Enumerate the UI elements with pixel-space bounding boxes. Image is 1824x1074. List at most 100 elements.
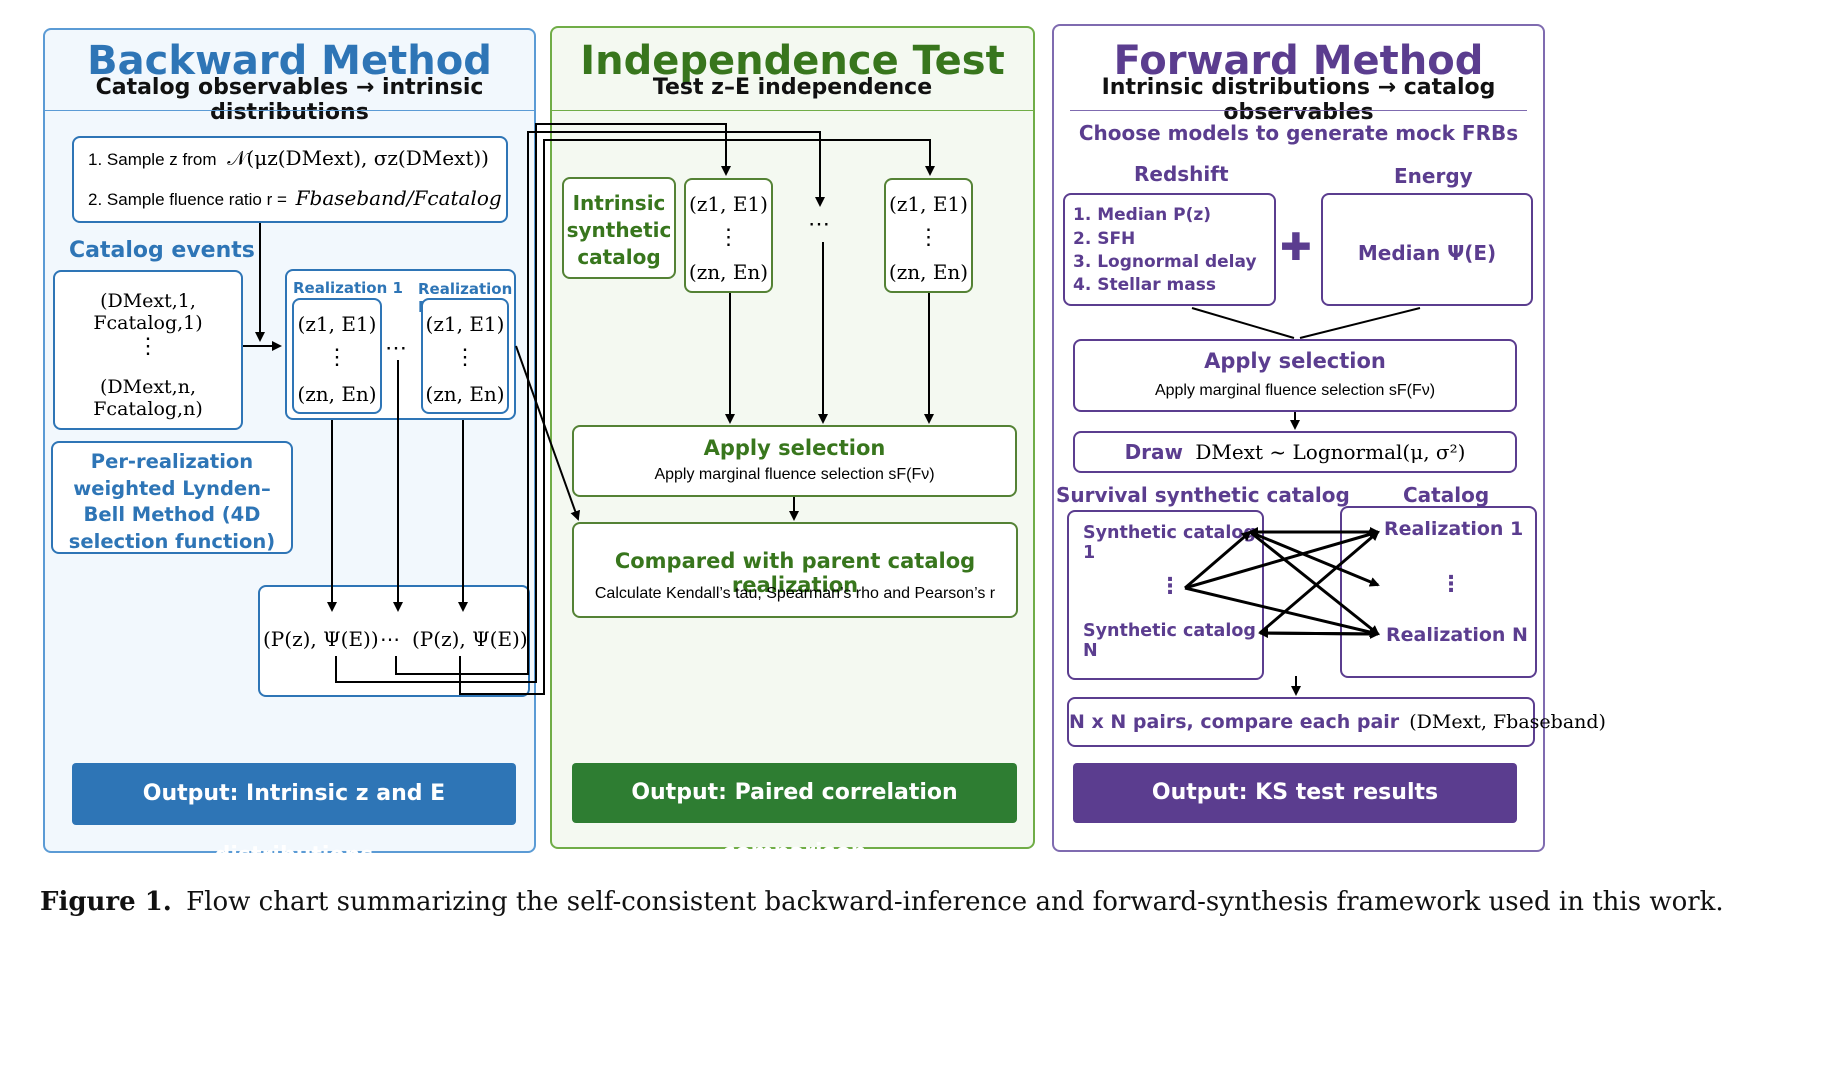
draw-label: Draw bbox=[1124, 440, 1184, 464]
synthetic-set-n-last: (zn, En) bbox=[888, 260, 969, 284]
redshift-model-1: 1. Median P(z) bbox=[1073, 205, 1212, 225]
lynden-bell-method-text: Per-realization weighted Lynden–Bell Met… bbox=[68, 450, 276, 553]
realization-n-pair-last: (zn, En) bbox=[425, 382, 505, 406]
intrinsic-catalog-box: Intrinsic synthetic catalog bbox=[562, 177, 676, 279]
sample-z-math: 𝒩(μz(DMext), σz(DMext)) bbox=[227, 146, 489, 170]
redshift-model-3: 3. Lognormal delay bbox=[1073, 252, 1257, 272]
pairs-compare-math: (DMext, Fbaseband) bbox=[1409, 711, 1606, 733]
draw-dm-line: Draw DMext ~ Lognormal(μ, σ²) bbox=[1075, 440, 1515, 464]
pairs-compare-line: N x N pairs, compare each pair (DMext, F… bbox=[1069, 711, 1606, 733]
plus-icon: ✚ bbox=[1280, 225, 1312, 269]
synthetic-sets-hdots: ⋯ bbox=[808, 212, 830, 237]
independence-apply-selection-box: Apply selection Apply marginal fluence s… bbox=[572, 425, 1017, 497]
result-hdots: ⋯ bbox=[380, 627, 400, 651]
catalog-vdots-forward: ⋮ bbox=[1440, 572, 1462, 597]
sampling-steps-box: 1. Sample z from 𝒩(μz(DMext), σz(DMext))… bbox=[72, 136, 508, 223]
draw-math: DMext ~ Lognormal(μ, σ²) bbox=[1195, 440, 1466, 464]
realizations-hdots: ⋯ bbox=[385, 336, 407, 361]
caption-label: Figure 1. bbox=[40, 887, 172, 917]
compare-parent-box: Compared with parent catalog realization… bbox=[572, 522, 1018, 618]
sample-z-label: 1. Sample z from bbox=[88, 150, 217, 169]
pair-line-vdots-s1 bbox=[1184, 530, 1252, 590]
result-n-to-synthetic-n-line bbox=[459, 139, 935, 695]
draw-dm-box: Draw DMext ~ Lognormal(μ, σ²) bbox=[1073, 431, 1517, 473]
independence-output: Output: Paired correlation comparison bbox=[572, 763, 1017, 865]
backward-output: Output: Intrinsic z and E distributions bbox=[72, 763, 516, 868]
backward-title: Backward Method bbox=[87, 38, 492, 84]
catalog-event-last: (DMext,n, Fcatalog,n) bbox=[93, 376, 203, 420]
synthetic-set-n-box: (z1, E1) ⋮ (zn, En) bbox=[884, 178, 973, 293]
realization-n-vdots: ⋮ bbox=[454, 345, 476, 370]
pair-line-s1-rn bbox=[1249, 530, 1380, 636]
backward-subtitle: Catalog observables → intrinsic distribu… bbox=[95, 75, 484, 125]
redshift-models-box: 1. Median P(z) 2. SFH 3. Lognormal delay… bbox=[1063, 193, 1276, 306]
pair-line-sn-r1 bbox=[1259, 530, 1380, 635]
sample-ratio-math: Fbaseband/Fcatalog bbox=[295, 186, 502, 210]
energy-to-apply-arrow bbox=[1299, 307, 1421, 339]
synthetic-set-1-vdots: ⋮ bbox=[717, 225, 740, 250]
catalog-event-first: (DMext,1, Fcatalog,1) bbox=[93, 290, 203, 334]
realization-1-pair-last: (zn, En) bbox=[297, 382, 377, 406]
synthetic-vdots: ⋮ bbox=[1159, 574, 1181, 599]
redshift-label: Redshift bbox=[1134, 162, 1229, 186]
forward-divider bbox=[1070, 110, 1527, 111]
intrinsic-catalog-text: Intrinsic synthetic catalog bbox=[566, 191, 672, 269]
realization-1-vdots: ⋮ bbox=[326, 345, 348, 370]
caption-text: Flow chart summarizing the self-consiste… bbox=[186, 887, 1724, 917]
figure-caption: Figure 1. Flow chart summarizing the sel… bbox=[40, 887, 1724, 917]
pair-line-vdots-rn bbox=[1184, 586, 1380, 638]
pairs-compare-box: N x N pairs, compare each pair (DMext, F… bbox=[1067, 697, 1606, 747]
synthetic-set-n-vdots: ⋮ bbox=[917, 225, 940, 250]
realization-n-box: (z1, E1) ⋮ (zn, En) bbox=[421, 298, 509, 414]
independence-title: Independence Test bbox=[580, 38, 1005, 84]
energy-label: Energy bbox=[1394, 164, 1473, 188]
realizations-to-compare-arrow bbox=[515, 345, 581, 521]
independence-apply-title: Apply selection bbox=[703, 436, 886, 460]
energy-model-box: Median Ψ(E) bbox=[1321, 193, 1533, 306]
forward-output: Output: KS test results bbox=[1073, 763, 1517, 823]
realization-n-pair-first: (z1, E1) bbox=[425, 312, 505, 336]
compare-parent-title: Compared with parent catalog realization bbox=[614, 549, 976, 597]
synthetic-set-1-last: (zn, En) bbox=[688, 260, 769, 284]
result-dots-to-synthetic-dots-line bbox=[395, 131, 825, 675]
sample-ratio-step: 2. Sample fluence ratio r = Fbaseband/Fc… bbox=[88, 186, 502, 210]
synthetic-set-1-first: (z1, E1) bbox=[689, 192, 768, 216]
redshift-model-2: 2. SFH bbox=[1073, 229, 1136, 249]
synthetic-set-n-first: (z1, E1) bbox=[889, 192, 968, 216]
catalog-label: Catalog bbox=[1403, 483, 1490, 507]
catalog-events-label: Catalog events bbox=[69, 238, 255, 263]
synthetic-catalogs-box: Synthetic catalog 1 ⋮ Synthetic catalog … bbox=[1067, 510, 1264, 680]
catalog-realization-last: Realization N bbox=[1386, 624, 1528, 646]
pair-line-vdots-r1 bbox=[1184, 529, 1380, 590]
forward-apply-selection-box: Apply selection Apply marginal fluence s… bbox=[1073, 339, 1517, 412]
redshift-model-4: 4. Stellar mass bbox=[1073, 275, 1216, 295]
lynden-bell-method-box: Per-realization weighted Lynden–Bell Met… bbox=[51, 441, 293, 554]
synthetic-catalog-last: Synthetic catalog N bbox=[1083, 621, 1256, 661]
pairs-compare-text: N x N pairs, compare each pair bbox=[1069, 711, 1400, 733]
forward-apply-text: Apply marginal fluence selection sF(Fν) bbox=[1154, 382, 1436, 399]
pair-line-rn-sn bbox=[1258, 628, 1379, 639]
forward-subtitle: Intrinsic distributions → catalog observ… bbox=[1101, 75, 1496, 125]
catalog-events-box: (DMext,1, Fcatalog,1) ⋮ (DMext,n, Fcatal… bbox=[53, 270, 243, 430]
redshift-to-apply-arrow bbox=[1191, 307, 1295, 339]
synthetic-set-1-box: (z1, E1) ⋮ (zn, En) bbox=[684, 178, 773, 293]
synthetic-catalog-first: Synthetic catalog 1 bbox=[1083, 523, 1256, 563]
independence-divider bbox=[552, 110, 1033, 111]
result-left: (P(z), Ψ(E)) bbox=[263, 627, 379, 651]
compare-parent-text: Calculate Kendall’s tau, Spearman’s rho … bbox=[594, 585, 996, 602]
forward-title: Forward Method bbox=[1113, 38, 1484, 84]
catalog-realization-first: Realization 1 bbox=[1384, 518, 1524, 540]
realization-1-box: (z1, E1) ⋮ (zn, En) bbox=[292, 298, 382, 414]
realization-1-label: Realization 1 bbox=[293, 279, 403, 297]
catalog-vdots: ⋮ bbox=[137, 334, 159, 359]
independence-apply-text: Apply marginal fluence selection sF(Fν) bbox=[654, 466, 935, 483]
realization-1-pair-first: (z1, E1) bbox=[297, 312, 377, 336]
forward-apply-title: Apply selection bbox=[1204, 349, 1386, 373]
result-1-to-synthetic-1-line bbox=[335, 123, 731, 683]
energy-model-text: Median Ψ(E) bbox=[1357, 241, 1497, 265]
result-right: (P(z), Ψ(E)) bbox=[412, 627, 528, 651]
independence-subtitle: Test z–E independence bbox=[652, 75, 933, 100]
catalog-realizations-box: Realization 1 ⋮ Realization N bbox=[1340, 506, 1537, 678]
choose-models-text: Choose models to generate mock FRBs bbox=[1078, 121, 1519, 145]
